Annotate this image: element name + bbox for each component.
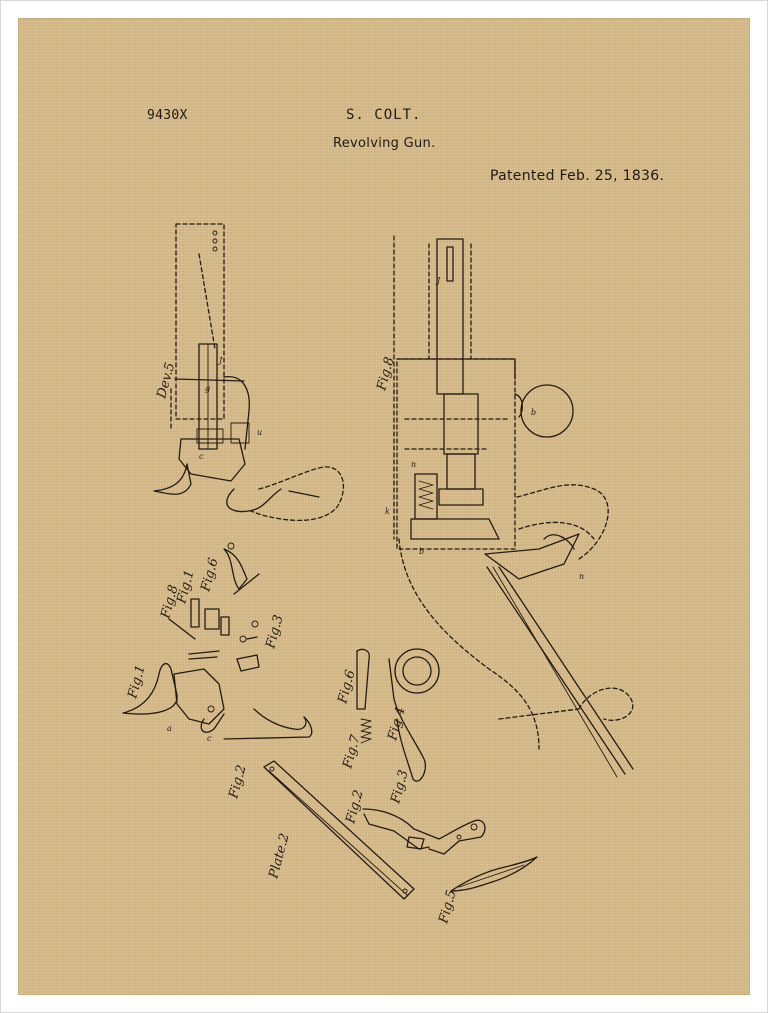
label-fig7: Fig.7 [340, 733, 364, 771]
label-fig6: Fig.6 [335, 668, 359, 706]
label-fig1: Fig.1 [125, 663, 149, 701]
label-fig2-mid: Fig.2 [343, 788, 367, 826]
svg-text:g: g [205, 384, 210, 393]
svg-text:J: J [435, 276, 441, 285]
svg-text:k: k [385, 507, 390, 516]
small-parts-group [168, 542, 260, 672]
dev5-figure: J g u c [153, 223, 345, 521]
label-fig3-small: Fig.3 [263, 613, 287, 651]
patent-drawing: J g u c Dev.5 [122, 223, 634, 926]
fig1-figure: a c [122, 662, 313, 743]
fig5-figure [450, 856, 538, 892]
fig6-fig7-fig4-figures [356, 648, 486, 855]
svg-text:u: u [257, 428, 262, 437]
fig8-main-figure: J b n b n k [385, 235, 634, 778]
svg-text:n: n [411, 460, 416, 469]
label-dev5: Dev.5 [154, 361, 178, 401]
label-fig1-small: Fig.1 [174, 568, 198, 606]
svg-text:J: J [217, 356, 223, 365]
label-fig3: Fig.3 [388, 768, 412, 806]
label-fig2-left: Fig.2 [226, 763, 250, 801]
label-fig6-small: Fig.6 [198, 556, 222, 594]
invention-title: Revolving Gun. [333, 136, 436, 151]
svg-text:b: b [419, 547, 424, 556]
reference-number: 9430X [147, 108, 188, 123]
inventor-name: S. COLT. [346, 107, 422, 123]
plate2-figure [263, 760, 415, 900]
svg-text:c: c [207, 734, 212, 743]
label-fig5: Fig.5 [436, 888, 460, 926]
patent-date: Patented Feb. 25, 1836. [490, 168, 665, 184]
label-plate2: Plate.2 [266, 832, 293, 881]
svg-text:n: n [579, 572, 584, 581]
patent-sheet: 9430X S. COLT. Revolving Gun. Patented F… [19, 19, 749, 994]
svg-text:b: b [531, 408, 536, 417]
svg-text:c: c [199, 452, 204, 461]
svg-text:a: a [167, 724, 172, 733]
